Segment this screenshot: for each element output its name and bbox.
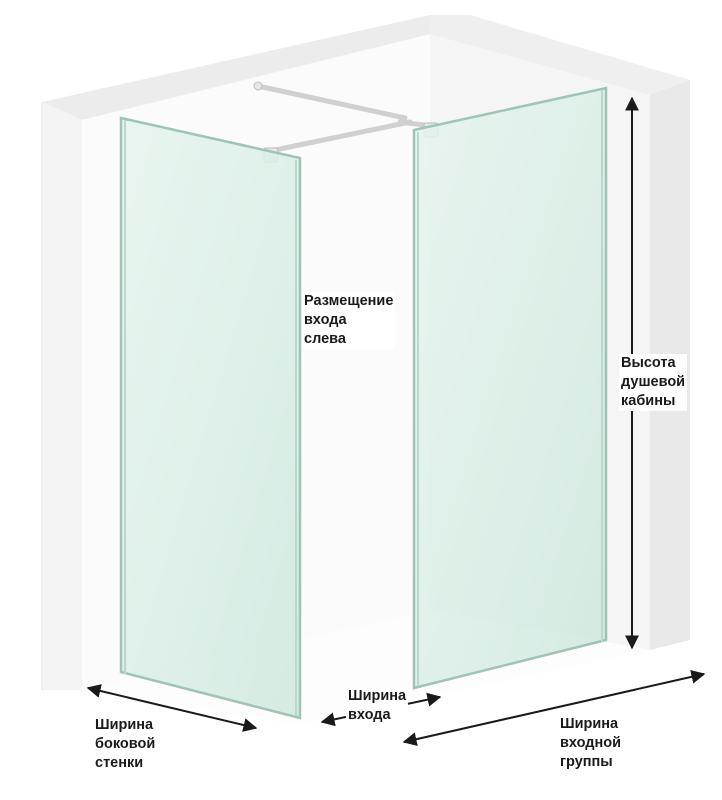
side-wall-width-label: Ширина боковой стенки (93, 716, 158, 773)
entrance-width-label: Ширина входа (346, 687, 409, 725)
entry-group-width-label: Ширина входной группы (558, 715, 624, 772)
side-wall-width-dimension (86, 684, 258, 732)
side-glass-panel (119, 116, 302, 720)
cabin-height-label: Высота душевой кабины (619, 354, 688, 411)
entrance-position-label: Размещение входа слева (302, 292, 396, 349)
entry-group-width-dimension (402, 669, 706, 747)
entry-glass-panel (412, 86, 608, 690)
